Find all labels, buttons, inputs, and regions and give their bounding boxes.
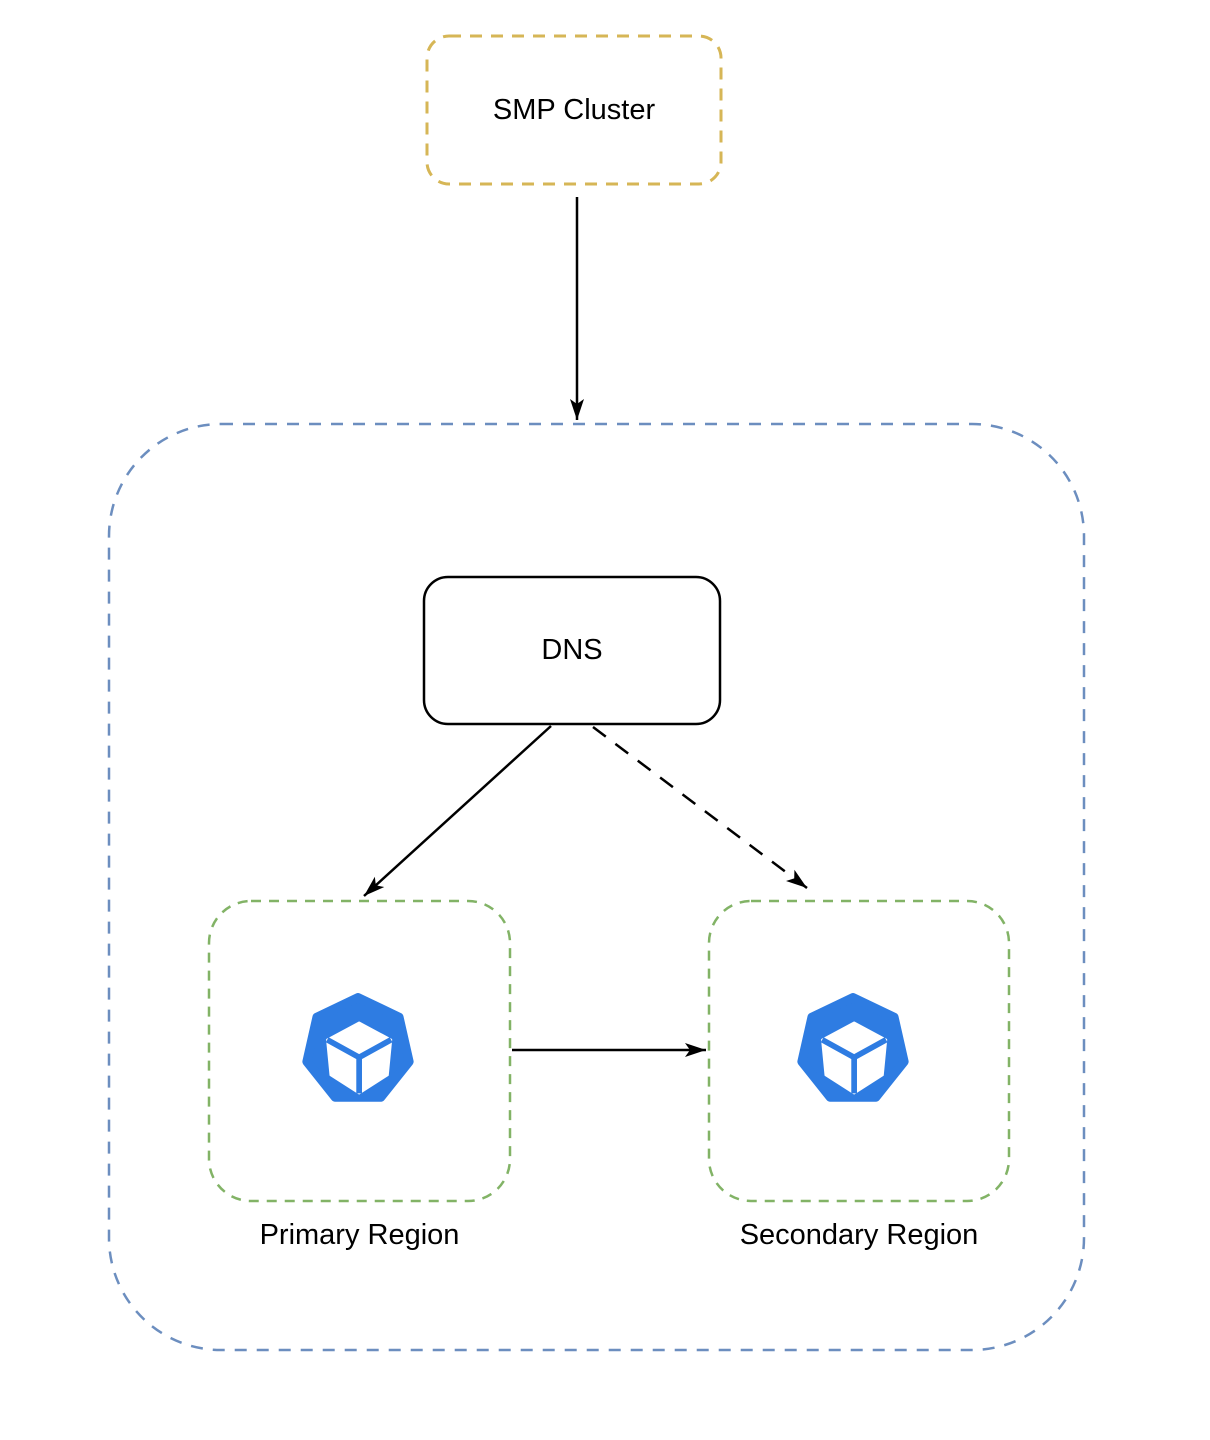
edge-dns-to-primary [363, 725, 552, 897]
cube-heptagon-icon [797, 993, 909, 1102]
dns-box [422, 575, 722, 726]
cube-heptagon-icon [302, 993, 414, 1102]
edge-dns-to-secondary [592, 726, 808, 889]
smp-cluster-box [425, 34, 723, 186]
region-boundary-box [107, 422, 1086, 1352]
